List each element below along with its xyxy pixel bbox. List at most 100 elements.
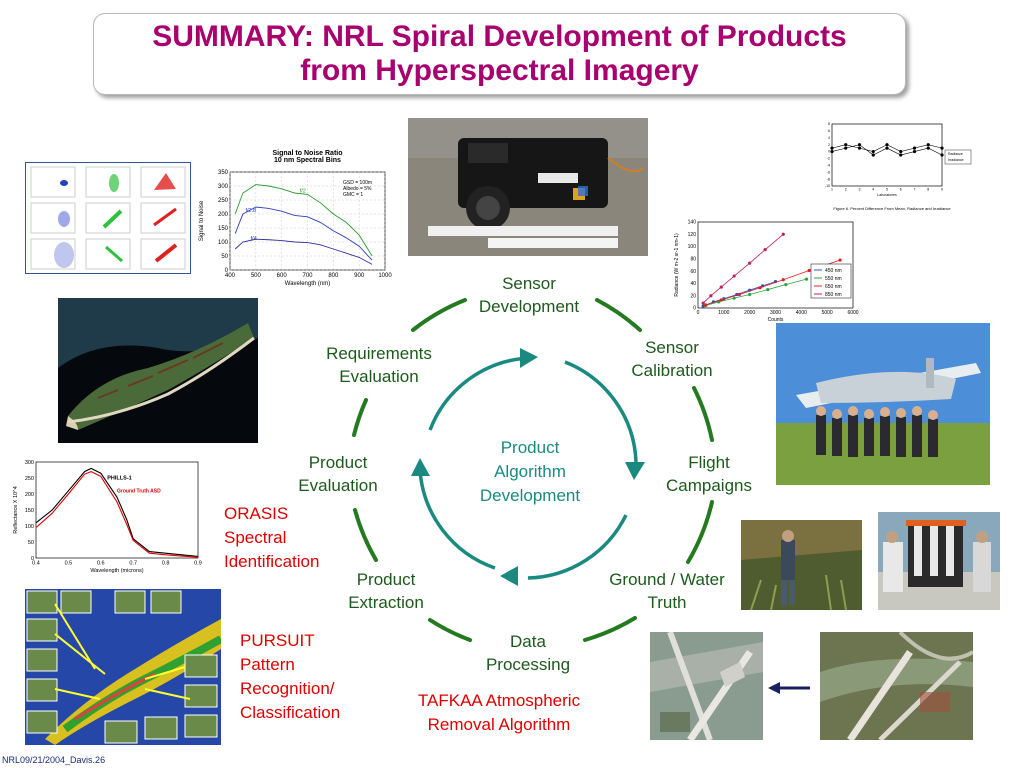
- x-tick-label: 0: [697, 310, 700, 316]
- x-tick-label: 6000: [847, 310, 858, 316]
- label-ground-water-truth: Ground / Water Truth: [592, 568, 742, 614]
- water-sampling-photo: [878, 512, 1000, 610]
- aerial-airfield-before-image: [650, 632, 763, 740]
- requirements-evaluation-line1: Requirements: [326, 344, 432, 363]
- label-product-evaluation: Product Evaluation: [280, 451, 396, 497]
- cluster-scatter-grid-image: [25, 162, 191, 274]
- arrowhead-left: [411, 458, 430, 476]
- y-tick-label: 50: [221, 254, 228, 260]
- pursuit-line4: Classification: [240, 703, 341, 722]
- legend-label: 650 nm: [825, 284, 842, 290]
- x-tick-label: 800: [328, 273, 339, 279]
- requirements-evaluation-line2: Evaluation: [339, 367, 419, 386]
- inner-arc-bottom: [527, 514, 628, 580]
- legend-label: Irradiance: [948, 158, 964, 162]
- field-worker-photo: [741, 520, 862, 610]
- data-point: [871, 153, 875, 157]
- label-requirements-evaluation: Requirements Evaluation: [306, 342, 452, 388]
- data-point: [830, 146, 834, 150]
- series-label: f/2.8: [246, 208, 257, 214]
- label-data-processing: Data Processing: [470, 630, 586, 676]
- y-axis-label: Radiance (W m-2 sr-1 nm-1): [674, 233, 680, 297]
- y-tick-label: 20: [690, 293, 696, 299]
- y-tick-label: 140: [688, 220, 697, 226]
- data-point: [871, 149, 875, 154]
- product-evaluation-line2: Evaluation: [298, 476, 378, 495]
- sensor-development-line2: Development: [478, 297, 580, 316]
- legend-label: 550 nm: [825, 276, 842, 282]
- y-tick-label: -8: [827, 177, 830, 181]
- orasis-line3: Identification: [224, 552, 320, 571]
- sensor-development-line1: Sensor: [502, 274, 556, 293]
- title-banner: SUMMARY: NRL Spiral Development of Produ…: [93, 13, 906, 95]
- data-point: [885, 146, 889, 150]
- chart-annotation: GSD = 100m: [343, 180, 372, 186]
- center-line1: Product: [500, 438, 560, 457]
- x-tick-label: 0.8: [162, 561, 170, 567]
- outer-arc-top-left: [411, 298, 467, 332]
- x-tick-label: 4: [872, 188, 874, 192]
- y-tick-label: 0: [693, 306, 696, 312]
- x-axis-label: Wavelength (nm): [285, 281, 330, 287]
- data-point: [737, 292, 741, 297]
- data-point: [766, 287, 770, 292]
- outer-arc-left-lower: [353, 508, 378, 562]
- data-point: [763, 248, 767, 252]
- chart-title-line: Signal to Noise Ratio: [272, 150, 342, 157]
- y-tick-label: 200: [25, 492, 34, 498]
- x-tick-label: 2000: [744, 310, 755, 316]
- data-point: [781, 278, 785, 282]
- outer-arc-top-right: [595, 298, 642, 332]
- y-tick-label: 350: [218, 170, 229, 176]
- y-tick-label: 300: [25, 460, 34, 466]
- x-tick-label: 4000: [796, 310, 807, 316]
- flight-campaigns-line2: Campaigns: [666, 476, 752, 495]
- y-tick-label: -4: [827, 164, 830, 168]
- data-point: [748, 292, 752, 297]
- y-tick-label: 150: [218, 226, 229, 232]
- data-point: [912, 149, 917, 154]
- plot-frame: [35, 461, 199, 559]
- arrowhead-right: [625, 462, 645, 480]
- tafkaa-line1: TAFKAA Atmospheric: [417, 691, 581, 710]
- label-sensor-development: Sensor Development: [460, 272, 598, 318]
- series-label: Ground Truth ASD: [117, 488, 161, 494]
- y-tick-label: 250: [25, 476, 34, 482]
- y-tick-label: 80: [690, 257, 696, 263]
- outer-arc-right-upper: [692, 386, 714, 442]
- tafkaa-line2: Removal Algorithm: [427, 715, 571, 734]
- data-point: [926, 146, 930, 150]
- x-tick-label: 5000: [822, 310, 833, 316]
- data-point: [719, 298, 723, 302]
- y-tick-label: 8: [828, 122, 830, 126]
- x-tick-label: 600: [277, 273, 288, 279]
- orasis-line2: Spectral: [224, 528, 287, 547]
- chart-annotation: Albedo = 5%: [343, 186, 372, 192]
- x-tick-label: 0.6: [97, 561, 105, 567]
- figure-caption: Figure 6. Percent Difference From Mean, …: [833, 206, 951, 211]
- y-tick-label: 2: [828, 143, 830, 147]
- label-sensor-calibration: Sensor Calibration: [612, 336, 732, 382]
- outer-arc-bottom-left: [428, 618, 472, 642]
- inner-cycle-arcs: [418, 356, 638, 580]
- y-axis-label: Signal to Noise: [199, 200, 205, 241]
- data-point: [940, 153, 944, 157]
- data-point: [885, 143, 889, 147]
- data-point: [701, 301, 705, 305]
- flight-campaigns-line1: Flight: [688, 453, 730, 472]
- x-tick-label: 900: [354, 273, 365, 279]
- data-point: [804, 277, 809, 281]
- data-point: [940, 146, 944, 150]
- y-tick-label: -10: [825, 184, 830, 188]
- data-point: [844, 146, 848, 150]
- data-point: [784, 283, 788, 287]
- slide-footer: NRL09/21/2004_Davis.26: [2, 755, 106, 765]
- legend-label: Radiance: [948, 152, 963, 156]
- series-label: f/2: [300, 188, 306, 194]
- label-flight-campaigns: Flight Campaigns: [650, 451, 768, 497]
- inner-arc-top: [428, 356, 531, 431]
- ground-water-truth-line2: Truth: [647, 593, 687, 612]
